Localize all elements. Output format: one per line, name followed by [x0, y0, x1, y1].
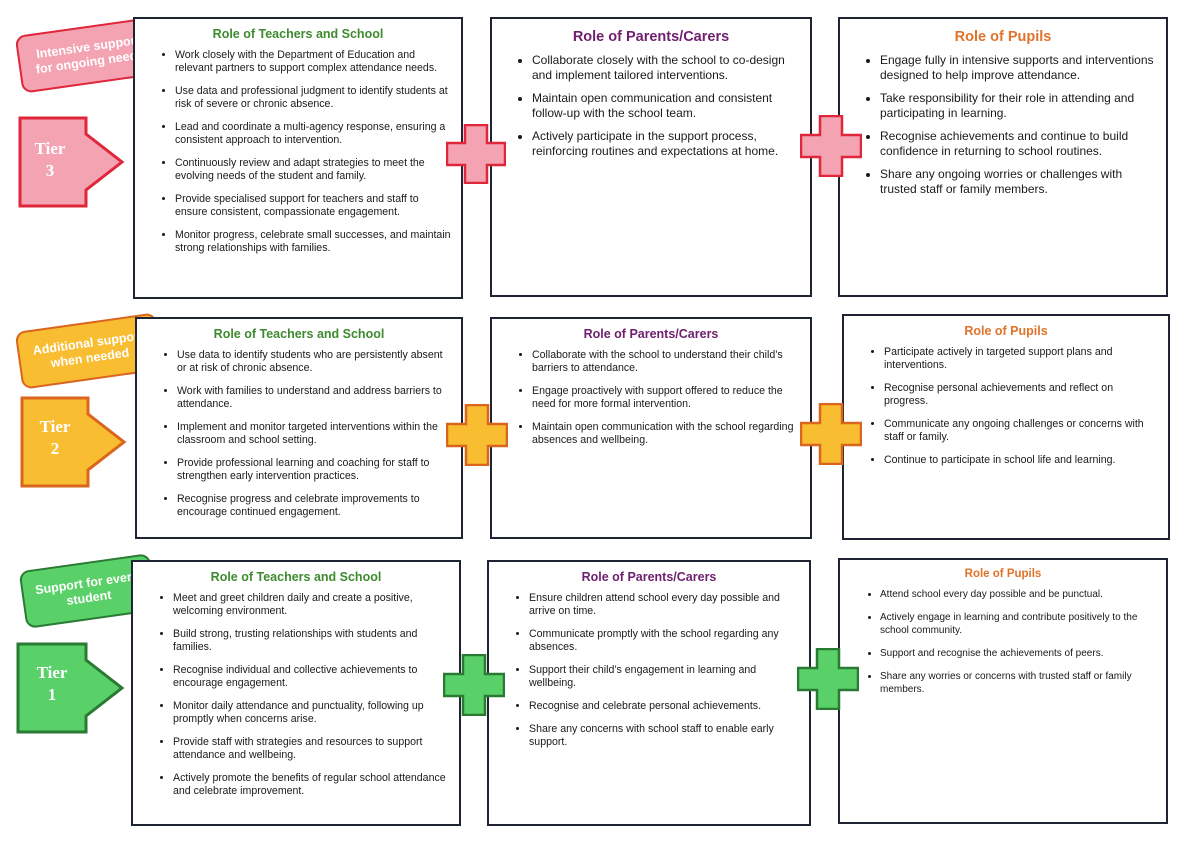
- list-item: Engage proactively with support offered …: [532, 385, 800, 411]
- tier1-pupils-box: Role of Pupils Attend school every day p…: [838, 558, 1168, 824]
- list-item: Provide staff with strategies and resour…: [173, 736, 449, 762]
- list-item: Engage fully in intensive supports and i…: [880, 53, 1156, 82]
- list-item: Meet and greet children daily and create…: [173, 592, 449, 618]
- list-item: Recognise achievements and continue to b…: [880, 129, 1156, 158]
- tier1-pupils-title: Role of Pupils: [964, 568, 1042, 580]
- list-item: Maintain open communication with the sch…: [532, 421, 800, 447]
- tier2-parents-title: Role of Parents/Carers: [583, 327, 719, 341]
- tier1-parents-list: Ensure children attend school every day …: [489, 592, 809, 749]
- tier2-plus-icon-2: [800, 403, 862, 465]
- tier1-teachers-list: Meet and greet children daily and create…: [133, 592, 459, 798]
- tier3-plus-icon-2: [800, 115, 862, 177]
- tier2-pupils-list: Participate actively in targeted support…: [844, 346, 1168, 467]
- list-item: Recognise individual and collective achi…: [173, 664, 449, 690]
- list-item: Recognise and celebrate personal achieve…: [529, 700, 799, 713]
- tier2-parents-box: Role of Parents/Carers Collaborate with …: [490, 317, 812, 539]
- list-item: Lead and coordinate a multi-agency respo…: [175, 121, 451, 147]
- list-item: Collaborate with the school to understan…: [532, 349, 800, 375]
- tier2-plus-icon: [446, 404, 508, 466]
- list-item: Communicate any ongoing challenges or co…: [884, 418, 1158, 444]
- tier2-parents-list: Collaborate with the school to understan…: [492, 349, 810, 447]
- list-item: Work with families to understand and add…: [177, 385, 451, 411]
- list-item: Share any ongoing worries or challenges …: [880, 167, 1156, 196]
- list-item: Continue to participate in school life a…: [884, 454, 1158, 467]
- tier1-teachers-box: Role of Teachers and School Meet and gre…: [131, 560, 461, 826]
- list-item: Monitor daily attendance and punctuality…: [173, 700, 449, 726]
- tier1-parents-title: Role of Parents/Carers: [581, 570, 717, 584]
- tier2-label: Tier 2: [24, 416, 86, 460]
- list-item: Share any concerns with school staff to …: [529, 723, 799, 749]
- tier1-parents-box: Role of Parents/Carers Ensure children a…: [487, 560, 811, 826]
- list-item: Communicate promptly with the school reg…: [529, 628, 799, 654]
- list-item: Actively promote the benefits of regular…: [173, 772, 449, 798]
- list-item: Share any worries or concerns with trust…: [880, 670, 1156, 696]
- tier1-teachers-title: Role of Teachers and School: [210, 570, 382, 584]
- tier2-teachers-box: Role of Teachers and School Use data to …: [135, 317, 463, 539]
- list-item: Actively participate in the support proc…: [532, 129, 800, 158]
- tier1-word: Tier: [36, 663, 68, 682]
- tier3-parents-box: Role of Parents/Carers Collaborate close…: [490, 17, 812, 297]
- tier3-label: Tier 3: [20, 138, 80, 182]
- tier2-teachers-list: Use data to identify students who are pe…: [137, 349, 461, 519]
- tier3-arrow-icon: [18, 116, 125, 208]
- list-item: Build strong, trusting relationships wit…: [173, 628, 449, 654]
- tier3-pupils-box: Role of Pupils Engage fully in intensive…: [838, 17, 1168, 297]
- tier3-pupils-list: Engage fully in intensive supports and i…: [840, 53, 1166, 196]
- tier3-teachers-box: Role of Teachers and School Work closely…: [133, 17, 463, 299]
- list-item: Participate actively in targeted support…: [884, 346, 1158, 372]
- list-item: Support and recognise the achievements o…: [880, 647, 1156, 660]
- list-item: Work closely with the Department of Educ…: [175, 49, 451, 75]
- tier2-teachers-title: Role of Teachers and School: [213, 327, 385, 341]
- tier2-arrow-icon: [20, 396, 127, 488]
- tier3-pupils-title: Role of Pupils: [954, 29, 1052, 45]
- list-item: Recognise personal achievements and refl…: [884, 382, 1158, 408]
- tier3-teachers-title: Role of Teachers and School: [212, 27, 384, 41]
- tier1-plus-icon-2: [797, 648, 859, 710]
- list-item: Attend school every day possible and be …: [880, 588, 1156, 601]
- list-item: Monitor progress, celebrate small succes…: [175, 229, 451, 255]
- tier3-word: Tier: [34, 139, 66, 158]
- list-item: Support their child’s engagement in lear…: [529, 664, 799, 690]
- list-item: Maintain open communication and consiste…: [532, 91, 800, 120]
- list-item: Collaborate closely with the school to c…: [532, 53, 800, 82]
- list-item: Actively engage in learning and contribu…: [880, 611, 1156, 637]
- tier3-parents-title: Role of Parents/Carers: [572, 29, 730, 45]
- list-item: Use data to identify students who are pe…: [177, 349, 451, 375]
- list-item: Provide specialised support for teachers…: [175, 193, 451, 219]
- tier3-teachers-list: Work closely with the Department of Educ…: [135, 49, 461, 255]
- tier2-number: 2: [50, 439, 60, 458]
- list-item: Ensure children attend school every day …: [529, 592, 799, 618]
- tier2-pupils-box: Role of Pupils Participate actively in t…: [842, 314, 1170, 540]
- list-item: Provide professional learning and coachi…: [177, 457, 451, 483]
- tier1-arrow-icon: [16, 642, 125, 734]
- tier1-pupils-list: Attend school every day possible and be …: [840, 588, 1166, 696]
- list-item: Recognise progress and celebrate improve…: [177, 493, 451, 519]
- tier2-word: Tier: [39, 417, 71, 436]
- tier1-number: 1: [47, 685, 57, 704]
- list-item: Use data and professional judgment to id…: [175, 85, 451, 111]
- list-item: Implement and monitor targeted intervent…: [177, 421, 451, 447]
- tier1-plus-icon: [443, 654, 505, 716]
- tier3-plus-icon: [446, 124, 506, 184]
- tier2-pupils-title: Role of Pupils: [964, 324, 1048, 338]
- tier1-label: Tier 1: [20, 662, 84, 706]
- list-item: Continuously review and adapt strategies…: [175, 157, 451, 183]
- tier3-number: 3: [45, 161, 55, 180]
- list-item: Take responsibility for their role in at…: [880, 91, 1156, 120]
- tier3-parents-list: Collaborate closely with the school to c…: [492, 53, 810, 158]
